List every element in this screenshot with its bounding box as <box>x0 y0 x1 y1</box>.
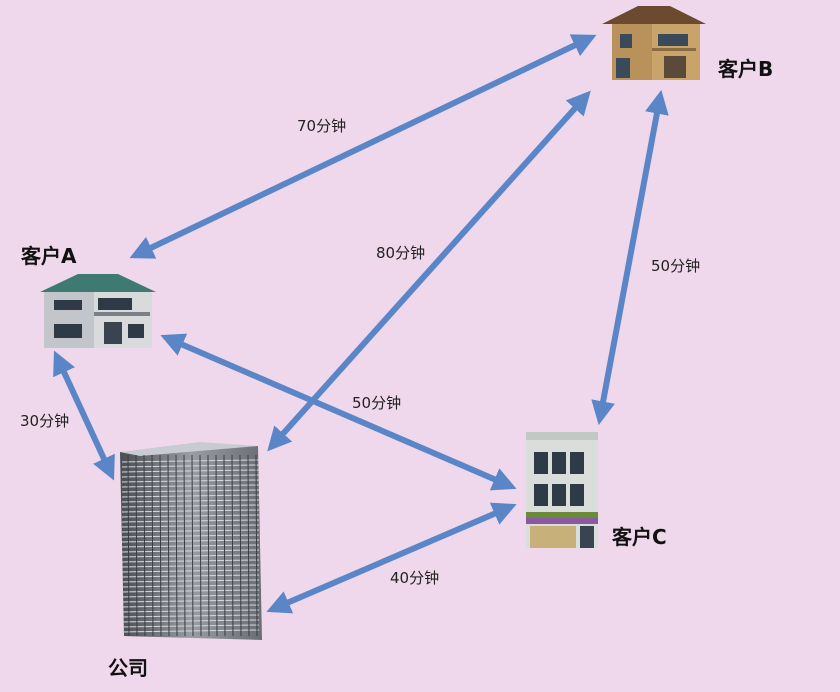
two-story-house-icon <box>40 274 156 348</box>
node-label-customer-c: 客户C <box>611 525 667 549</box>
node-label-company: 公司 <box>108 656 148 680</box>
edge-label-company-c: 40分钟 <box>390 569 439 587</box>
arrow-company-c <box>273 507 510 609</box>
edge-label-company-b: 80分钟 <box>376 244 425 262</box>
shop-building-icon <box>526 432 598 548</box>
edge-label-b-c: 50分钟 <box>651 257 700 275</box>
edge-label-a-b: 70分钟 <box>297 117 346 135</box>
brick-house-icon <box>602 6 706 80</box>
edge-label-a-company: 30分钟 <box>20 412 69 430</box>
node-label-customer-a: 客户A <box>20 244 77 268</box>
office-tower-icon <box>120 442 262 640</box>
node-label-customer-b: 客户B <box>717 57 773 81</box>
arrow-a-b <box>136 38 590 255</box>
arrow-company-b <box>272 96 586 446</box>
edge-label-a-c: 50分钟 <box>352 394 401 412</box>
